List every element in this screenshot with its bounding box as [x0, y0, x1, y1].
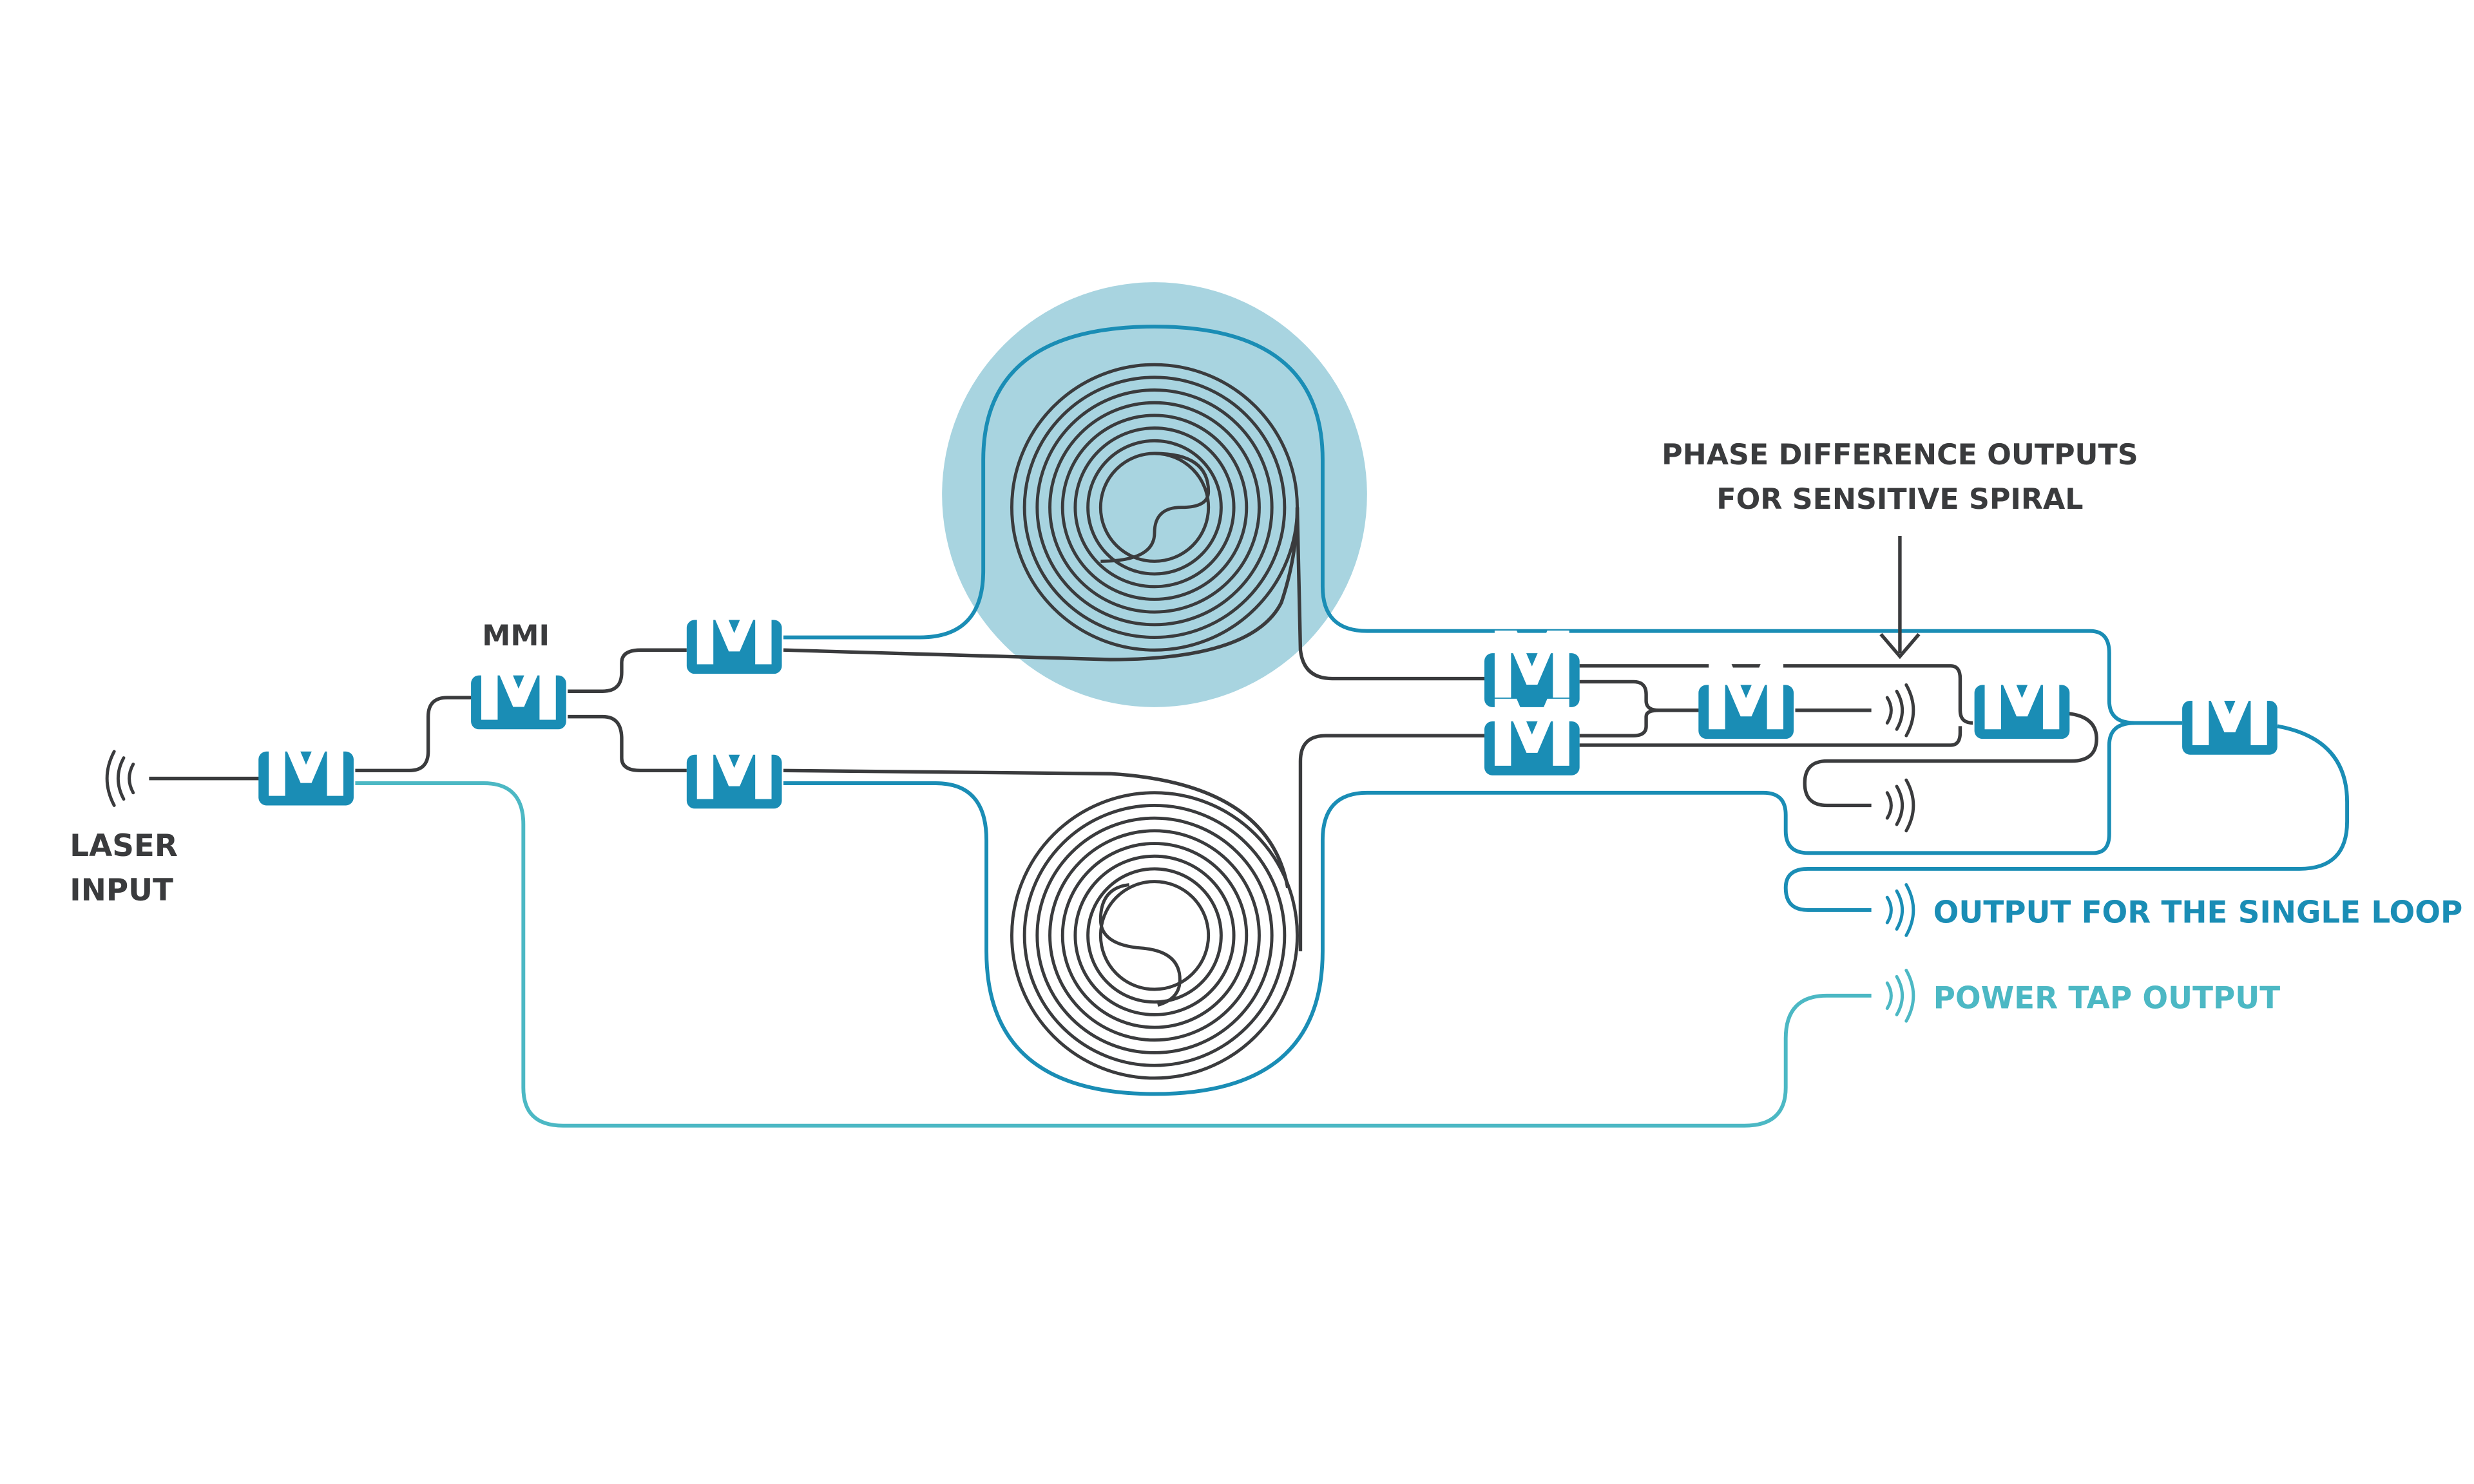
output-wave-icon	[1885, 883, 1915, 937]
mmi-label: MMI	[482, 620, 550, 652]
phase-difference-label: FOR SENSITIVE SPIRAL	[1716, 483, 2083, 516]
mmi-bottom-arm: M	[686, 714, 782, 821]
svg-text:M: M	[1700, 643, 1792, 751]
svg-text:M: M	[2184, 660, 2276, 767]
svg-text:M: M	[689, 578, 780, 686]
svg-text:M: M	[689, 714, 780, 821]
laser-input-label: INPUT	[70, 873, 173, 908]
mmi-phase-middle: M	[1698, 643, 1794, 751]
mmi-phase-right: M	[1974, 643, 2070, 751]
power-tap-waveguide	[355, 781, 1872, 1128]
output-wave-icon	[1885, 969, 1915, 1023]
dark-waveguides	[149, 507, 2098, 951]
bottom-spiral	[1010, 791, 1299, 1080]
sensitive-spiral-highlight	[942, 282, 1367, 707]
phase-difference-label: PHASE DIFFERENCE OUTPUTS	[1662, 439, 2138, 471]
svg-text:M: M	[1486, 680, 1578, 788]
mmi-output-combiner: M	[2182, 660, 2277, 767]
power-tap-output-label: POWER TAP OUTPUT	[1933, 982, 2281, 1016]
blue-waveguides	[783, 325, 2350, 1096]
laser-emitter-icon	[105, 750, 135, 807]
mmi-splitter: M	[471, 634, 566, 742]
svg-text:M: M	[260, 710, 352, 818]
mmi-bank-lower: M	[1484, 680, 1580, 788]
top-spiral	[1010, 363, 1299, 652]
mmi-first: M	[258, 710, 354, 818]
mmi-top-arm: M	[686, 578, 782, 686]
mmi-bank-upper: M	[1484, 612, 1580, 719]
svg-text:M: M	[473, 634, 564, 742]
svg-text:M: M	[1976, 643, 2067, 751]
single-loop-output-label: OUTPUT FOR THE SINGLE LOOP	[1933, 896, 2463, 931]
output-wave-icon	[1885, 778, 1915, 833]
svg-text:M: M	[1486, 612, 1578, 719]
output-wave-icon	[1885, 683, 1915, 737]
laser-input-label: LASER	[70, 829, 178, 864]
